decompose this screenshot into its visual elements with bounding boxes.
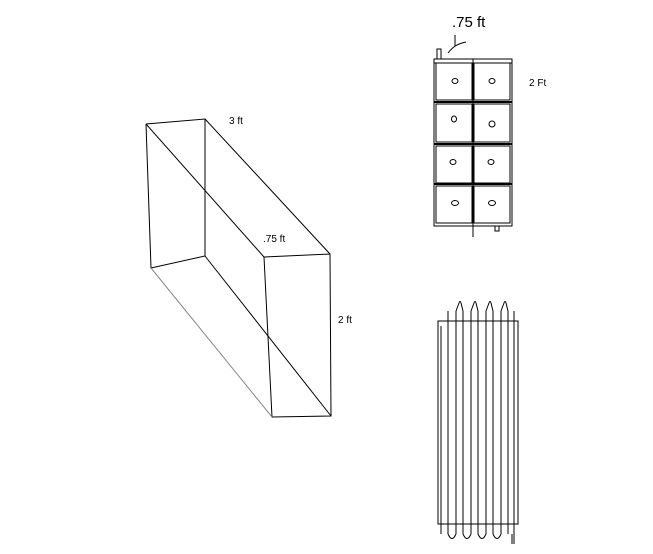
coil-tube xyxy=(447,301,509,539)
panel-bottom-tab xyxy=(494,225,500,232)
box-length-label: 3 ft xyxy=(229,116,243,127)
hole-icon xyxy=(451,115,457,123)
box-edge-top-right xyxy=(204,118,331,255)
panel-top-tab xyxy=(436,48,442,60)
coil-bend-bottom xyxy=(477,533,487,539)
hole-icon xyxy=(488,78,496,84)
panel-depth-label: .75 ft xyxy=(452,14,486,31)
coil-view xyxy=(437,301,519,544)
panel-cell xyxy=(473,62,511,101)
coil-bend-bottom xyxy=(492,533,502,539)
hole-icon xyxy=(487,159,495,165)
panel-holes xyxy=(449,78,496,206)
box-edge-top-left xyxy=(145,123,265,258)
hole-icon xyxy=(449,159,457,165)
coil-bend-bottom xyxy=(462,533,472,539)
box-height-label: 2 ft xyxy=(338,315,352,326)
box-depth-label: .75 ft xyxy=(263,234,285,245)
panel-cell xyxy=(435,62,473,101)
coil-bend-top xyxy=(455,301,464,312)
panel-cell xyxy=(473,185,511,224)
coil-bend-top xyxy=(470,301,479,312)
box-back-face xyxy=(145,118,206,269)
coil-bend-top xyxy=(500,301,509,312)
coil-bend-bottom xyxy=(447,533,457,539)
hole-icon xyxy=(488,200,496,206)
panel-cell xyxy=(473,103,511,143)
front-panel xyxy=(433,35,513,237)
hole-icon xyxy=(488,120,496,128)
box-front-face xyxy=(263,253,332,418)
panel-cell xyxy=(435,103,473,143)
hole-icon xyxy=(451,78,459,84)
panel-cell xyxy=(435,185,473,224)
depth-marker-curve xyxy=(447,41,467,54)
box-edge-bottom-right xyxy=(204,255,332,417)
box-sketch xyxy=(145,118,332,418)
box-edge-bottom-left xyxy=(150,267,273,418)
coil-bend-top xyxy=(485,301,494,312)
hole-icon xyxy=(451,200,459,206)
panel-height-label: 2 Ft xyxy=(529,78,546,89)
